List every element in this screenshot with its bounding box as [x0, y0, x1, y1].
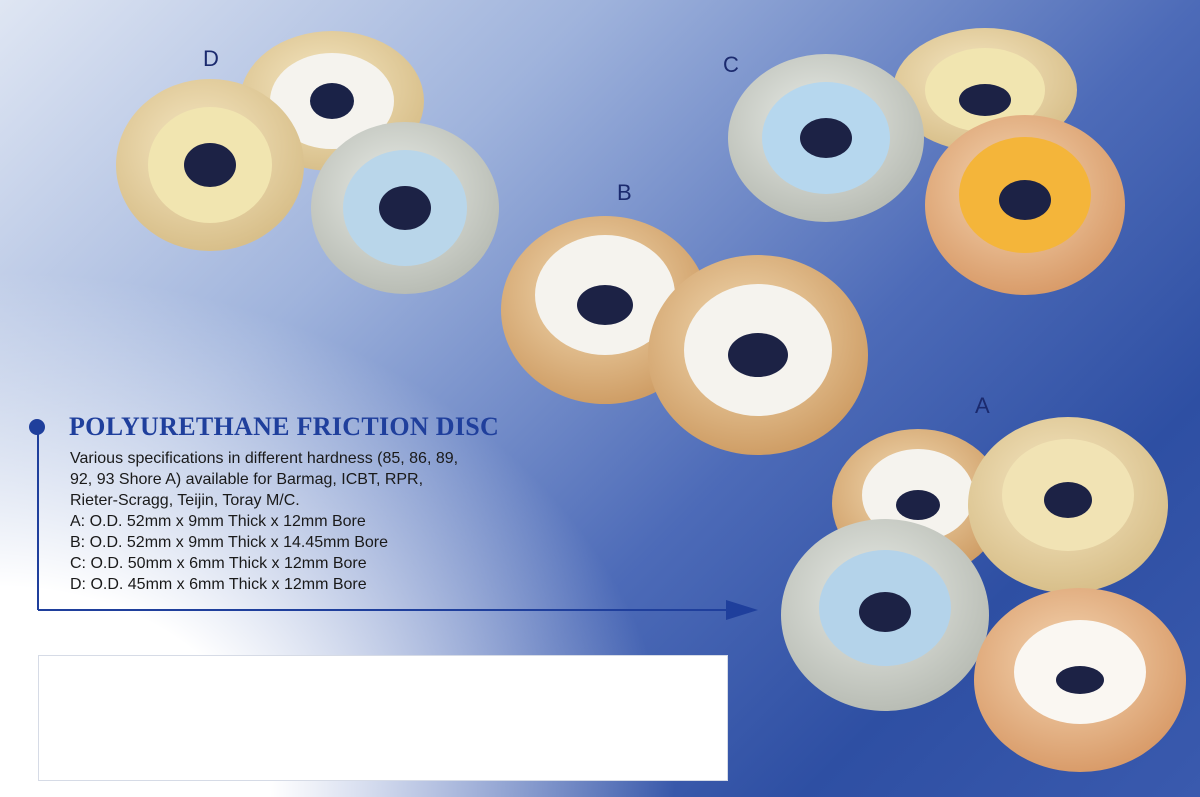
- disc-a-right: [968, 417, 1168, 593]
- pointer-arrow: [37, 432, 758, 620]
- disc-a-front-left: [781, 519, 989, 711]
- disc-c-left: [728, 54, 924, 222]
- product-title: POLYURETHANE FRICTION DISC: [69, 412, 500, 441]
- disc-group-b: [501, 216, 868, 455]
- spec-line-c: C: O.D. 50mm x 6mm Thick x 12mm Bore: [70, 555, 367, 572]
- bullet-dot-icon: [29, 419, 45, 435]
- label-c: C: [723, 52, 739, 77]
- spec-line-d: D: O.D. 45mm x 6mm Thick x 12mm Bore: [70, 576, 367, 593]
- disc-a-front-right: [974, 588, 1186, 772]
- disc-d-right: [311, 122, 499, 294]
- spec-line-a: A: O.D. 52mm x 9mm Thick x 12mm Bore: [70, 513, 366, 530]
- disc-group-c: [728, 28, 1125, 295]
- label-b: B: [617, 180, 632, 205]
- spec-line-b: B: O.D. 52mm x 9mm Thick x 14.45mm Bore: [70, 534, 389, 551]
- disc-group-a: [781, 417, 1186, 772]
- disc-c-right: [925, 115, 1125, 295]
- label-d: D: [203, 46, 219, 71]
- arrow-head-icon: [726, 600, 758, 620]
- description-line: Rieter-Scragg, Teijin, Toray M/C.: [70, 492, 300, 509]
- disc-b-right: [648, 255, 868, 455]
- label-a: A: [975, 393, 990, 418]
- disc-d-left: [116, 79, 304, 251]
- product-description: Various specifications in different hard…: [70, 448, 590, 595]
- description-line: 92, 93 Shore A) available for Barmag, IC…: [70, 471, 424, 488]
- blank-note-box: [38, 655, 728, 781]
- disc-group-d: [116, 31, 499, 294]
- description-line: Various specifications in different hard…: [70, 450, 459, 467]
